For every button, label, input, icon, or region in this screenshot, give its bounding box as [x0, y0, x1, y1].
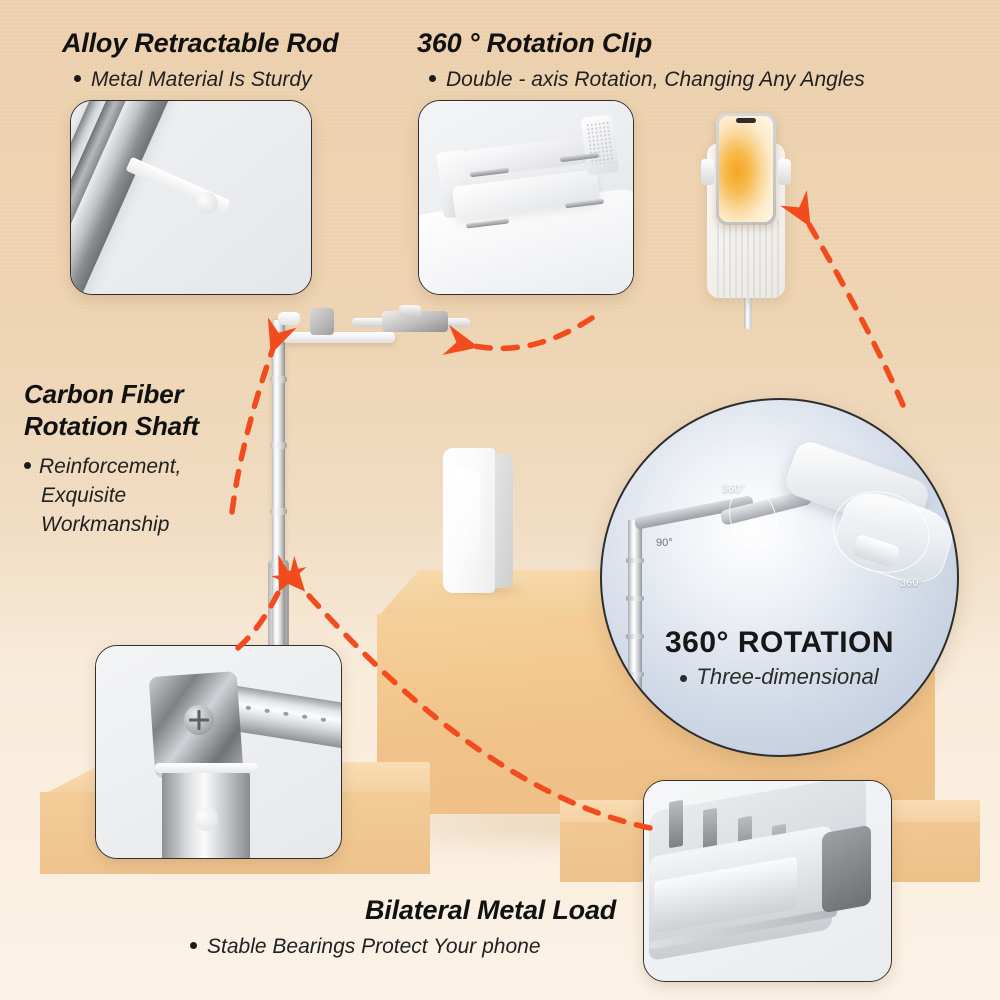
- feature-bullet-text: Double - axis Rotation, Changing Any Ang…: [446, 68, 865, 91]
- stand-arm-plate: [283, 332, 395, 343]
- feature-bullet: Double - axis Rotation, Changing Any Ang…: [429, 68, 865, 92]
- callout-bullet: Three-dimensional: [602, 664, 957, 690]
- bullet-dot-icon: [24, 462, 31, 470]
- stand-arm-elbow: [278, 312, 300, 325]
- feature-bullet: Metal Material Is Sturdy: [74, 68, 338, 92]
- feature-title: Alloy Retractable Rod: [62, 28, 339, 58]
- phone-in-holder: [701, 113, 791, 329]
- feature-photo-bilateral-metal-load: [643, 780, 892, 982]
- feature-photo-rotation-clip: [418, 100, 634, 295]
- annotation-left-90: 90°: [656, 537, 673, 549]
- stand-clip-knob: [399, 305, 421, 317]
- feature-bullet-line1: Reinforcement,: [39, 455, 182, 478]
- feature-text-bilateral-metal-load: Bilateral Metal Load Stable Bearings Pro…: [190, 895, 616, 959]
- screw-icon: [184, 705, 215, 736]
- holder-grip-left: [701, 159, 714, 185]
- callout-bullet-text: Three-dimensional: [696, 664, 879, 689]
- holder-rod: [744, 295, 752, 329]
- feature-text-carbon-fiber-rotation-shaft: Carbon Fiber Rotation Shaft Reinforcemen…: [24, 378, 239, 539]
- feature-bullet-line2: Exquisite: [41, 484, 127, 507]
- feature-title-line2: Rotation Shaft: [24, 411, 199, 441]
- bullet-dot-icon: [429, 75, 436, 83]
- feature-bullet-text: Stable Bearings Protect Your phone: [207, 935, 541, 958]
- callout-title: 360° ROTATION: [664, 626, 895, 659]
- feature-title: Bilateral Metal Load: [365, 895, 617, 925]
- feature-bullet: Reinforcement, Exquisite Workmanship: [24, 452, 239, 539]
- feature-bullet: Stable Bearings Protect Your phone: [190, 935, 616, 959]
- white-accessory-box: [443, 448, 513, 593]
- bullet-dot-icon: [190, 942, 197, 950]
- bullet-dot-icon: [680, 674, 688, 682]
- annotation-top-360: 360°: [722, 483, 745, 495]
- stand-arm-block: [310, 308, 334, 335]
- feature-bullet-line3: Workmanship: [41, 513, 170, 536]
- phone-screen: [719, 116, 773, 222]
- feature-photo-alloy-retractable-rod: [70, 100, 312, 295]
- feature-text-rotation-clip: 360 ° Rotation Clip Double - axis Rotati…: [417, 28, 865, 92]
- feature-bullet-text: Metal Material Is Sturdy: [91, 68, 312, 91]
- stand-clip-body: [382, 311, 448, 332]
- callout-circle-360-rotation: 360° 90° 360° 360° ROTATION Three-dimens…: [600, 398, 959, 757]
- bullet-dot-icon: [74, 75, 81, 83]
- feature-photo-carbon-fiber-rotation-shaft: [95, 645, 342, 859]
- phone-notch-icon: [736, 118, 756, 123]
- feature-text-alloy-retractable-rod: Alloy Retractable Rod Metal Material Is …: [62, 28, 339, 92]
- holder-grip-right: [778, 159, 791, 185]
- smartphone: [716, 113, 776, 225]
- annotation-bottom-360: 360°: [900, 577, 923, 589]
- feature-title: 360 ° Rotation Clip: [417, 28, 653, 58]
- feature-title-line1: Carbon Fiber: [24, 379, 184, 409]
